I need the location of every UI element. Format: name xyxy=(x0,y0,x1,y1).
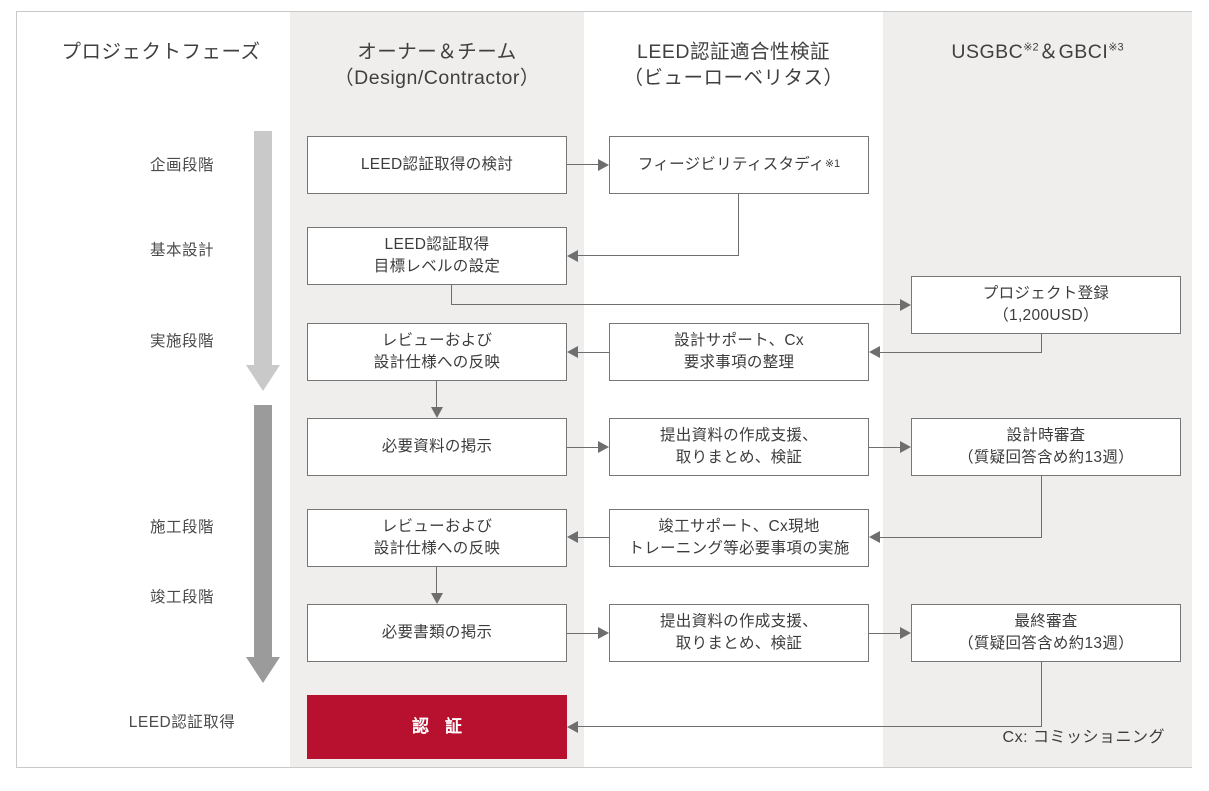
arrowhead-owner2-to-registration xyxy=(900,299,911,311)
connector-leed3-to-design-review xyxy=(869,447,900,449)
leed-box-3[interactable]: 提出資料の作成支援、 取りまとめ、検証 xyxy=(609,418,869,476)
usgbc-footnote-marker-2: ※2 xyxy=(1023,41,1039,54)
phase-label-kikaku: 企画段階 xyxy=(149,157,214,174)
owner-box-4[interactable]: 必要資料の掲示 xyxy=(307,418,567,476)
gbci-label: ＆GBCI xyxy=(1038,41,1109,63)
connector-owner3-to-owner4 xyxy=(436,381,438,407)
phase-arrow-design xyxy=(246,131,280,391)
arrowhead-final-review-to-certification xyxy=(567,721,578,733)
arrowhead-owner3-to-owner4 xyxy=(431,407,443,418)
phase-label-sekou: 施工段階 xyxy=(149,519,214,536)
usgbc-label: USGBC xyxy=(951,41,1024,63)
leed-box-2[interactable]: 設計サポート、Cx 要求事項の整理 xyxy=(609,323,869,381)
phase-arrow-construction xyxy=(246,405,280,683)
connector-owner4-to-leed3 xyxy=(567,447,598,449)
leed-box-1-label: フィージビリティスタディ xyxy=(637,155,825,173)
connector-owner6-to-leed5 xyxy=(567,633,598,635)
arrowhead-leed1-to-owner2 xyxy=(567,250,578,262)
owner-box-certification[interactable]: 認証 xyxy=(307,695,567,759)
arrowhead-leed3-to-design-review xyxy=(900,441,911,453)
arrowhead-owner4-to-leed3 xyxy=(598,441,609,453)
arrowhead-leed2-to-owner3 xyxy=(567,346,578,358)
usgbc-box-registration[interactable]: プロジェクト登録 （1,200USD） xyxy=(911,276,1181,334)
connector-leed1-to-owner2 xyxy=(578,255,738,257)
arrowhead-design-review-to-leed4 xyxy=(869,531,880,543)
arrowhead-leed5-to-final-review xyxy=(900,627,911,639)
leed-box-5[interactable]: 提出資料の作成支援、 取りまとめ、検証 xyxy=(609,604,869,662)
phase-label-kihon-sekkei: 基本設計 xyxy=(149,242,214,259)
connector-final-review-to-certification xyxy=(578,726,1041,728)
connector-owner1-to-leed1 xyxy=(567,164,598,166)
phase-label-shunkou: 竣工段階 xyxy=(149,589,214,606)
connector-leed4-to-owner5 xyxy=(578,537,609,539)
connector-design-review-down xyxy=(1041,476,1043,538)
arrowhead-leed4-to-owner5 xyxy=(567,531,578,543)
footnote-cx: Cx: コミッショニング xyxy=(1002,729,1165,746)
connector-design-review-to-leed4 xyxy=(880,537,1041,539)
usgbc-footnote-marker-3: ※3 xyxy=(1108,41,1124,54)
connector-registration-to-leed2 xyxy=(880,352,1041,354)
owner-box-2[interactable]: LEED認証取得 目標レベルの設定 xyxy=(307,227,567,285)
column-header-phase: プロジェクトフェーズ xyxy=(61,41,261,63)
leed-box-1[interactable]: フィージビリティスタディ※1 xyxy=(609,136,869,194)
owner-box-6[interactable]: 必要書類の掲示 xyxy=(307,604,567,662)
column-header-leed: LEED認証適合性検証 （ビューローベリタス） xyxy=(623,41,844,90)
owner-box-3[interactable]: レビューおよび 設計仕様への反映 xyxy=(307,323,567,381)
connector-registration-down xyxy=(1041,334,1043,353)
arrowhead-registration-to-leed2 xyxy=(869,346,880,358)
connector-leed2-to-owner3 xyxy=(578,352,609,354)
owner-box-5[interactable]: レビューおよび 設計仕様への反映 xyxy=(307,509,567,567)
connector-leed1-down xyxy=(738,194,740,256)
leed-footnote-marker-1: ※1 xyxy=(824,158,841,171)
leed-box-4[interactable]: 竣工サポート、Cx現地 トレーニング等必要事項の実施 xyxy=(609,509,869,567)
diagram-frame: プロジェクトフェーズ オーナー＆チーム （Design/Contractor） … xyxy=(16,11,1192,768)
connector-final-review-down xyxy=(1041,662,1043,727)
arrowhead-owner1-to-leed1 xyxy=(598,159,609,171)
column-header-usgbc: USGBC※2＆GBCI※3 xyxy=(883,39,1192,65)
connector-owner2-down xyxy=(451,285,453,305)
arrowhead-owner6-to-leed5 xyxy=(598,627,609,639)
usgbc-box-final-review[interactable]: 最終審査 （質疑回答含め約13週） xyxy=(911,604,1181,662)
connector-leed5-to-final-review xyxy=(869,633,900,635)
phase-label-jisshi: 実施段階 xyxy=(149,333,214,350)
column-header-owner: オーナー＆チーム （Design/Contractor） xyxy=(334,41,540,90)
connector-owner5-to-owner6 xyxy=(436,567,438,593)
usgbc-box-design-review[interactable]: 設計時審査 （質疑回答含め約13週） xyxy=(911,418,1181,476)
connector-owner2-to-registration xyxy=(451,304,900,306)
arrowhead-owner5-to-owner6 xyxy=(431,593,443,604)
owner-box-1[interactable]: LEED認証取得の検討 xyxy=(307,136,567,194)
phase-label-leed-certification: LEED認証取得 xyxy=(128,714,236,731)
